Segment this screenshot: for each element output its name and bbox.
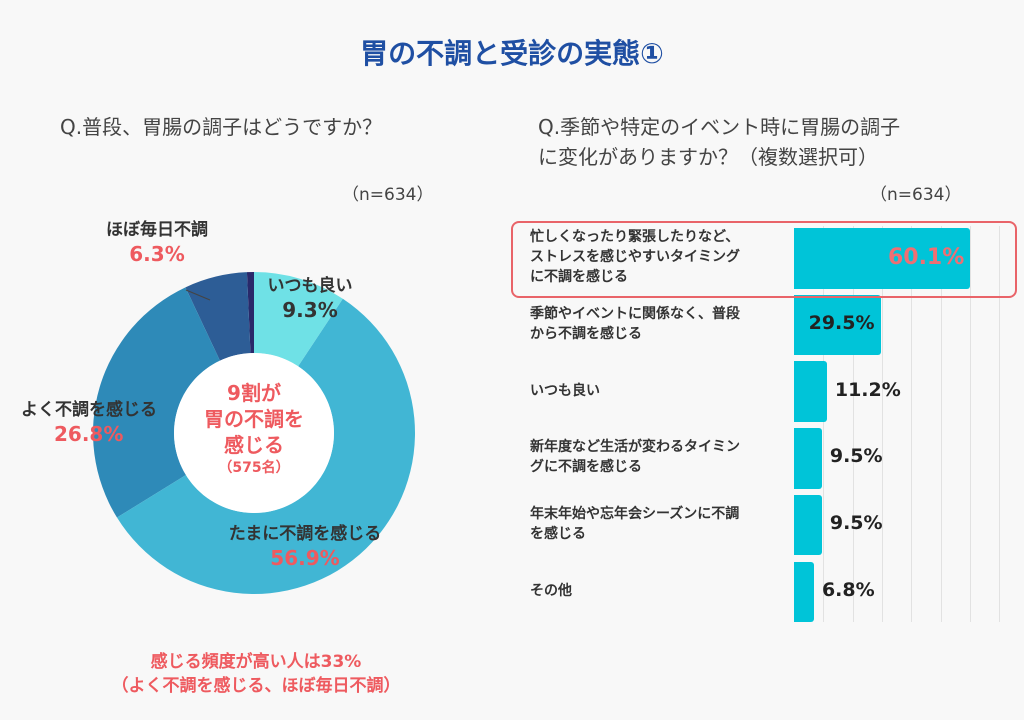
- gridline: [940, 226, 942, 622]
- bar: [794, 361, 827, 423]
- leader-line: [185, 289, 211, 301]
- value-label: 9.5%: [829, 445, 883, 468]
- category-label: その他: [530, 582, 572, 599]
- gridline: [823, 226, 825, 622]
- left-sample-size: （n=634）: [342, 185, 434, 205]
- bar: [794, 494, 822, 556]
- right-question: Q.季節や特定のイベント時に胃腸の調子に変化がありますか？（複数選択可）: [538, 115, 901, 169]
- category-label: 忙しくなったり緊張したりなど、ストレスを感じやすいタイミングに不調を感じる: [530, 229, 740, 286]
- gridline: [852, 226, 854, 622]
- right-sample-size: （n=634）: [870, 185, 962, 205]
- bar: [794, 428, 822, 489]
- value-label: 29.5%: [808, 312, 875, 335]
- gridline: [999, 226, 1001, 622]
- donut-slice-2: [93, 287, 220, 518]
- donut-slice-1: [116, 298, 415, 594]
- value-label: 11.2%: [834, 378, 901, 401]
- page-title: 胃の不調と受診の実態①: [360, 37, 664, 70]
- donut-slice-0: [254, 272, 343, 367]
- highlight-box: [511, 221, 1017, 298]
- gridline: [970, 226, 971, 622]
- bar: [794, 561, 814, 623]
- summary-note: 感じる頻度が高い人は33%（よく不調を感じる、ほぼ毎日不調）: [111, 652, 401, 696]
- donut-slice-3: [185, 272, 251, 361]
- value-label: 9.5%: [829, 512, 883, 535]
- donut-slice-4: [246, 272, 254, 354]
- category-label: 新年度など生活が変わるタイミングに不調を感じる: [530, 439, 740, 476]
- category-label: いつも良い: [530, 382, 600, 399]
- bar: [794, 294, 881, 356]
- category-label: 年末年始や忘年会シーズンに不調を感じる: [530, 506, 740, 543]
- gridline: [882, 226, 883, 622]
- category-label: 季節やイベントに関係なく、普段から不調を感じる: [530, 306, 740, 343]
- donut-hole: [174, 353, 334, 513]
- value-label: 60.1%: [887, 245, 965, 271]
- donut-chart: [93, 272, 415, 594]
- gridline: [911, 226, 913, 622]
- value-label: 6.8%: [821, 578, 875, 601]
- donut-center-text: 9割が胃の不調を感じる（575名）: [204, 381, 304, 476]
- left-question: Q.普段、胃腸の調子はどうですか？: [60, 115, 383, 139]
- bar: [794, 228, 971, 289]
